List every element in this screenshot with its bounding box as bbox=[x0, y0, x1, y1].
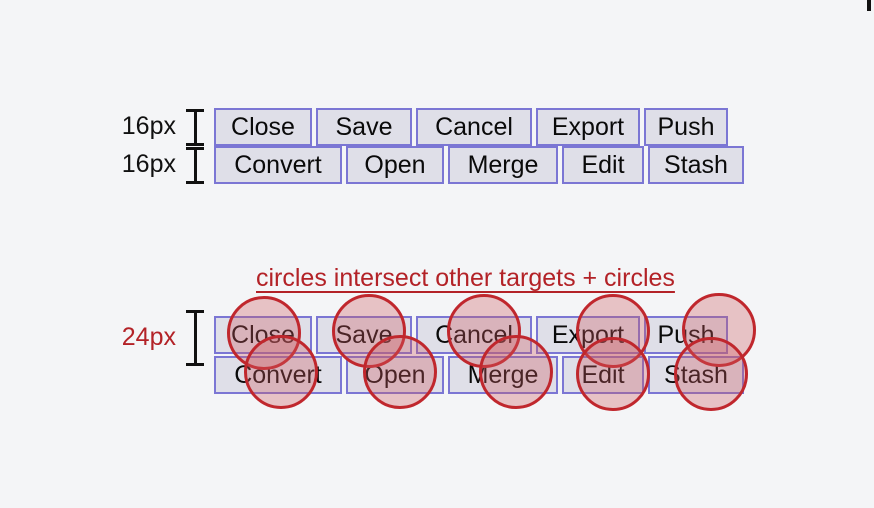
button-export[interactable]: Export bbox=[536, 108, 640, 146]
button-row-bottom-1: Close Save Cancel Export Push bbox=[214, 316, 728, 354]
button-open[interactable]: Open bbox=[346, 356, 444, 394]
button-merge[interactable]: Merge bbox=[448, 146, 558, 184]
button-close[interactable]: Close bbox=[214, 316, 312, 354]
button-stash[interactable]: Stash bbox=[648, 146, 744, 184]
ibeam-marker-row2 bbox=[186, 147, 204, 184]
button-cancel[interactable]: Cancel bbox=[416, 316, 532, 354]
button-push[interactable]: Push bbox=[644, 316, 728, 354]
button-export[interactable]: Export bbox=[536, 316, 640, 354]
ibeam-cap-bottom bbox=[186, 143, 204, 146]
button-merge[interactable]: Merge bbox=[448, 356, 558, 394]
button-row-bottom-2: Convert Open Merge Edit Stash bbox=[214, 356, 744, 394]
ibeam-cap-bottom bbox=[186, 363, 204, 366]
annotation-title: circles intersect other targets + circle… bbox=[256, 264, 675, 292]
button-stash[interactable]: Stash bbox=[648, 356, 744, 394]
button-cancel[interactable]: Cancel bbox=[416, 108, 532, 146]
measure-label-row2: 16px bbox=[121, 150, 176, 178]
button-close[interactable]: Close bbox=[214, 108, 312, 146]
button-edit[interactable]: Edit bbox=[562, 146, 644, 184]
corner-tick-marker bbox=[867, 0, 871, 11]
button-open[interactable]: Open bbox=[346, 146, 444, 184]
ibeam-cap-bottom bbox=[186, 181, 204, 184]
ibeam-marker-row3 bbox=[186, 310, 204, 366]
button-push[interactable]: Push bbox=[644, 108, 728, 146]
button-edit[interactable]: Edit bbox=[562, 356, 644, 394]
button-save[interactable]: Save bbox=[316, 108, 412, 146]
ibeam-marker-row1 bbox=[186, 109, 204, 146]
ibeam-stem bbox=[193, 109, 197, 146]
button-convert[interactable]: Convert bbox=[214, 146, 342, 184]
button-row-top-1: Close Save Cancel Export Push bbox=[214, 108, 728, 146]
measure-label-row1: 16px bbox=[121, 112, 176, 140]
button-row-top-2: Convert Open Merge Edit Stash bbox=[214, 146, 744, 184]
button-convert[interactable]: Convert bbox=[214, 356, 342, 394]
ibeam-stem bbox=[193, 147, 197, 184]
measure-label-row3: 24px bbox=[121, 323, 176, 351]
ibeam-stem bbox=[193, 310, 197, 366]
button-save[interactable]: Save bbox=[316, 316, 412, 354]
